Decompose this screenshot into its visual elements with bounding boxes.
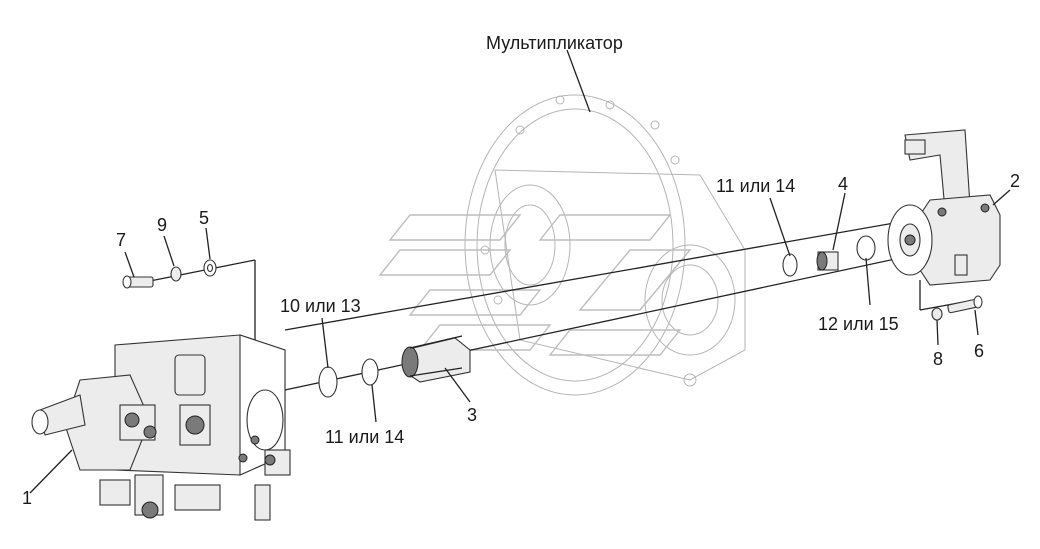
part-3-splined-sleeve [401,335,471,383]
washer-9 [170,266,182,282]
bolt-6 [947,295,983,314]
part-2-pump [887,129,1001,286]
label-part-11-14-bottom: 11 или 14 [325,427,404,447]
label-part-3: 3 [467,405,477,425]
bolt-7 [122,275,154,289]
washer-8 [931,307,943,321]
watermark-logo [378,214,692,356]
label-part-7: 7 [116,230,126,250]
snap-ring-11-14-right [782,253,798,277]
label-part-11-14-top: 11 или 14 [716,176,795,196]
snap-ring-10-13 [318,366,338,398]
label-multiplier: Мультипликатор [486,33,623,53]
label-part-5: 5 [199,208,209,228]
label-part-8: 8 [933,349,943,369]
part-1-pump [31,334,291,521]
label-part-10-13: 10 или 13 [280,296,361,316]
label-part-2: 2 [1010,171,1020,191]
snap-ring-12-15 [856,235,876,261]
snap-ring-11-14-left [361,358,379,386]
label-part-1: 1 [22,488,32,508]
label-part-4: 4 [838,174,848,194]
washer-5 [203,259,217,277]
label-part-9: 9 [157,215,167,235]
multiplier-housing [464,94,746,396]
leader-lines [29,49,1011,494]
label-part-12-15: 12 или 15 [818,314,899,334]
gear-4 [816,251,839,271]
label-part-6: 6 [974,341,984,361]
